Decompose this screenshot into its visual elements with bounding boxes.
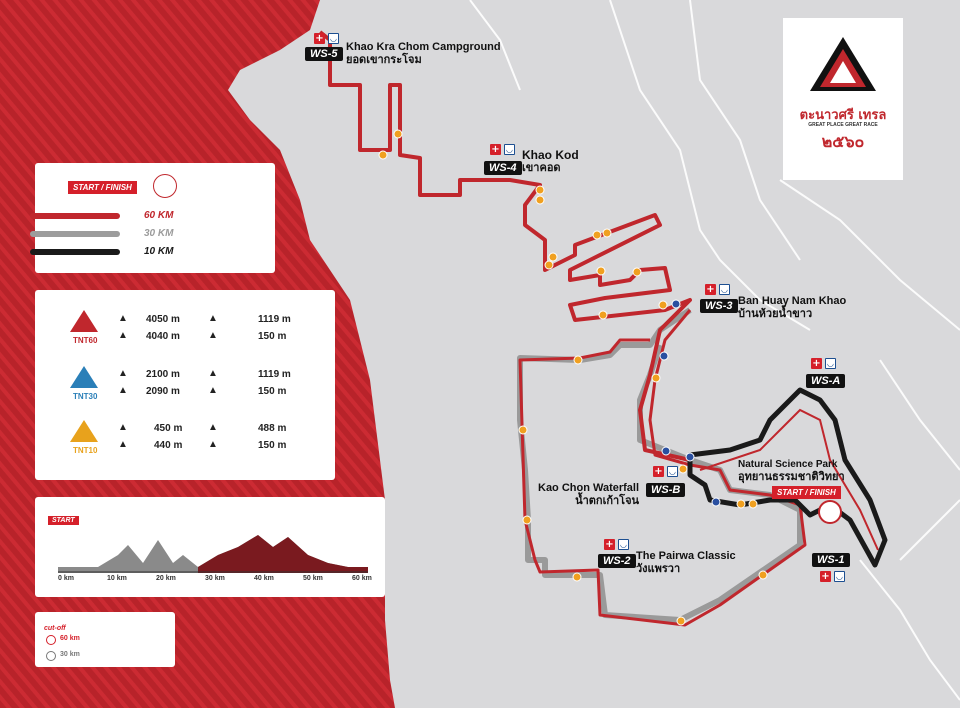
tnt30-ascent2: ▲2090 m (118, 385, 180, 397)
start-finish-icon (153, 174, 177, 198)
peak-icon: ▲ (208, 368, 218, 379)
start-finish-map-tag: START / FINISH (772, 486, 841, 499)
low-icon: ▲ (208, 439, 218, 450)
ws1-icons: +◡ (820, 571, 845, 582)
peak-icon: ▲ (208, 422, 218, 433)
legend-10km: 10 KM (30, 246, 173, 257)
tnt60-ascent2: ▲4040 m (118, 330, 180, 342)
legend-30km: 30 KM (30, 228, 173, 239)
ws5-icons: +◡ (314, 33, 339, 44)
water-icon: ◡ (504, 144, 515, 155)
mountain-down-icon: ▲ (118, 385, 128, 396)
elevation-profile-graph (58, 535, 368, 573)
cutoff-60: 60 km (60, 635, 80, 642)
tanaosri-logo-mark (810, 37, 876, 91)
ws4-icons: +◡ (490, 144, 515, 155)
logo-tagline: GREAT PLACE GREAT RACE (808, 122, 878, 128)
profile-x-tick: 0 km (58, 575, 74, 582)
water-icon: ◡ (825, 358, 836, 369)
legend-60km-label: 60 KM (144, 210, 174, 221)
profile-x-tick: 10 km (107, 575, 127, 582)
profile-start-tag: START (48, 516, 79, 525)
first-aid-icon: + (653, 466, 664, 477)
first-aid-icon: + (820, 571, 831, 582)
logo-thai-title: ตะนาวศรี เทรล (799, 108, 887, 123)
ws3-icons: +◡ (705, 284, 730, 295)
legend-60km-line (30, 212, 120, 219)
ws2-icons: +◡ (604, 539, 629, 550)
low-icon: ▲ (208, 385, 218, 396)
tnt30-peak1: ▲1119 m (208, 368, 291, 380)
water-icon: ◡ (618, 539, 629, 550)
tnt30-peak2: ▲150 m (208, 385, 287, 397)
legend-30km-label: 30 KM (144, 228, 174, 239)
wsa-tag: WS-A (806, 374, 846, 388)
logo-year: ๒๕๖๐ (821, 132, 865, 151)
low-icon: ▲ (208, 330, 218, 341)
tnt60-peak2: ▲150 m (208, 330, 287, 342)
wsb-icons: +◡ (653, 466, 678, 477)
ws1-tag: WS-1 (812, 553, 850, 567)
tnt10-ascent1: ▲450 m (118, 422, 183, 434)
legend-10km-line (30, 248, 120, 255)
profile-x-tick: 50 km (303, 575, 323, 582)
cutoff-title: cut-off (44, 625, 66, 632)
first-aid-icon: + (604, 539, 615, 550)
ws3-tag: WS-3 (700, 299, 738, 313)
wsa-icons: +◡ (811, 358, 836, 369)
mountain-up-icon: ▲ (118, 313, 128, 324)
ws5-tag: WS-5 (305, 47, 343, 61)
tnt10-ascent2: ▲440 m (118, 439, 183, 451)
clock-30-icon (46, 651, 56, 661)
legend-10km-label: 10 KM (144, 246, 174, 257)
water-icon: ◡ (719, 284, 730, 295)
mountain-up-icon: ▲ (118, 368, 128, 379)
ws2-tag: WS-2 (598, 554, 636, 568)
tnt60-label: TNT60 (73, 336, 98, 345)
profile-x-tick: 40 km (254, 575, 274, 582)
tnt10-peak1: ▲488 m (208, 422, 287, 434)
tnt10-peak2: ▲150 m (208, 439, 287, 451)
first-aid-icon: + (314, 33, 325, 44)
peak-icon: ▲ (208, 313, 218, 324)
mountain-up-icon: ▲ (118, 422, 128, 433)
mountain-down-icon: ▲ (118, 439, 128, 450)
first-aid-icon: + (811, 358, 822, 369)
profile-x-tick: 30 km (205, 575, 225, 582)
cutoff-30: 30 km (60, 651, 80, 658)
legend-30km-line (30, 230, 120, 237)
profile-x-tick: 20 km (156, 575, 176, 582)
tnt60-ascent1: ▲4050 m (118, 313, 180, 325)
tnt30-ascent1: ▲2100 m (118, 368, 180, 380)
water-icon: ◡ (834, 571, 845, 582)
water-icon: ◡ (328, 33, 339, 44)
clock-60-icon (46, 635, 56, 645)
tnt30-label: TNT30 (73, 392, 98, 401)
wsb-tag: WS-B (646, 483, 686, 497)
profile-x-tick: 60 km (352, 575, 372, 582)
first-aid-icon: + (705, 284, 716, 295)
start-finish-marker (818, 500, 842, 524)
ws4-tag: WS-4 (484, 161, 522, 175)
tnt60-peak1: ▲1119 m (208, 313, 291, 325)
water-icon: ◡ (667, 466, 678, 477)
mountain-down-icon: ▲ (118, 330, 128, 341)
start-finish-tag: START / FINISH (68, 181, 137, 194)
first-aid-icon: + (490, 144, 501, 155)
legend-60km: 60 KM (30, 210, 173, 221)
tnt10-label: TNT10 (73, 446, 98, 455)
